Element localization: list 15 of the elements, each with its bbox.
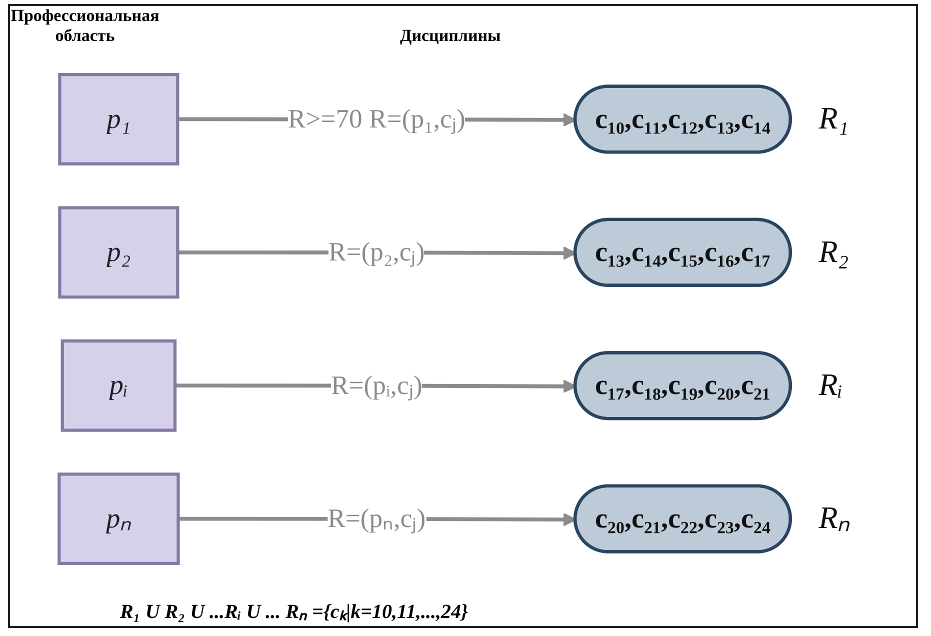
edge-label: R=(pₙ,cⱼ) bbox=[328, 504, 426, 534]
edge-label: R=(pᵢ,cⱼ) bbox=[330, 370, 422, 400]
node-box: p₂ bbox=[58, 206, 180, 299]
set-label: R₂ bbox=[818, 234, 849, 269]
set-label: Rᵢ bbox=[818, 367, 843, 402]
formula-text: R₁ U R₂ U ...Rᵢ U ... Rₙ ={cₖ|k=10,11,...,24} bbox=[120, 600, 468, 624]
node-box: pᵢ bbox=[60, 339, 177, 432]
column-heading: Дисциплины bbox=[400, 26, 501, 46]
node-box: p₁ bbox=[58, 72, 180, 166]
edge-label: R>=70 R=(p₁,cⱼ) bbox=[288, 104, 466, 134]
node-box: pₙ bbox=[58, 472, 180, 566]
set-label: Rₙ bbox=[818, 500, 851, 536]
column-heading: Профессиональная область bbox=[10, 6, 160, 46]
edge-label: R=(p₂,cⱼ) bbox=[328, 237, 425, 267]
set-label: R₁ bbox=[818, 100, 849, 136]
